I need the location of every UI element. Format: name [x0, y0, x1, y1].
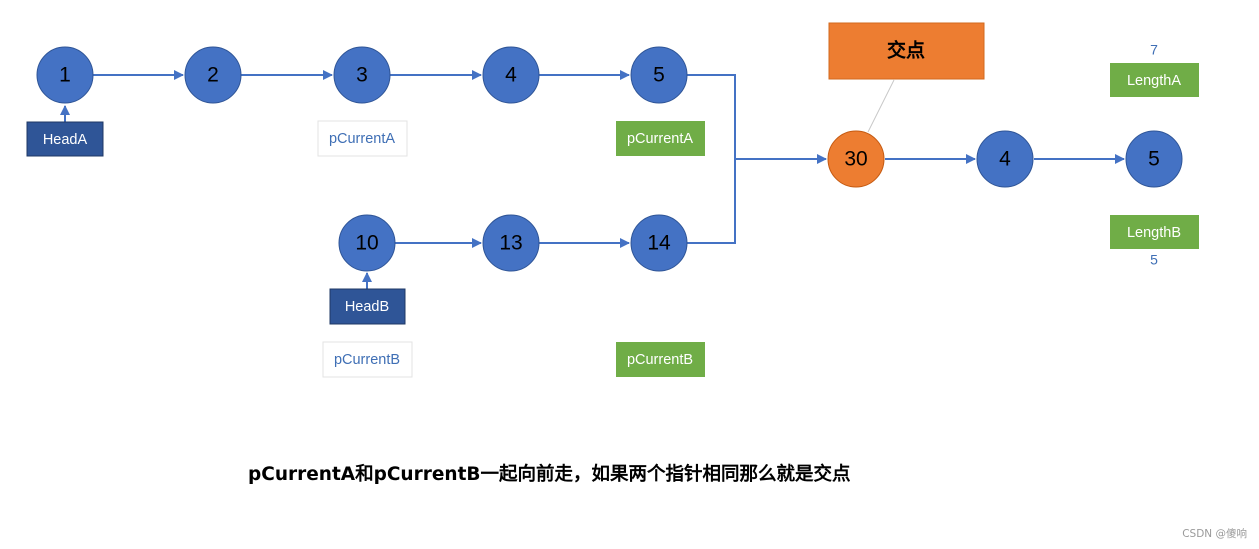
node-a-1-value: 1: [59, 64, 71, 87]
length-a-group: 7 LengthA: [1110, 42, 1199, 97]
head-arrows: [60, 105, 372, 290]
list-b-nodes: 10 13 14: [338, 214, 688, 272]
node-shared-5: 5: [1125, 130, 1183, 188]
pcurrent-a-moved-box: pCurrentA: [616, 121, 705, 156]
node-a-4-value: 4: [505, 64, 517, 87]
node-b-14: 14: [630, 214, 688, 272]
intersection-title-box: 交点: [828, 22, 985, 80]
pcurrent-b-moved-label: pCurrentB: [627, 352, 693, 368]
pcurrent-b-start-box: pCurrentB: [322, 341, 413, 378]
node-a-2-value: 2: [207, 64, 219, 87]
watermark-text: CSDN @傻响: [1182, 528, 1247, 540]
node-a-5: 5: [630, 46, 688, 104]
node-a-5-value: 5: [653, 64, 665, 87]
node-b-14-value: 14: [647, 232, 671, 255]
length-a-label: LengthA: [1127, 73, 1181, 89]
length-b-group: LengthB 5: [1110, 215, 1199, 268]
length-b-label: LengthB: [1127, 225, 1181, 241]
head-b-box: HeadB: [329, 288, 406, 325]
node-a-4: 4: [482, 46, 540, 104]
node-a-1: 1: [36, 46, 94, 104]
node-intersection-30-value: 30: [844, 148, 867, 171]
head-a-box: HeadA: [26, 121, 104, 157]
arrow-a-5-30: [687, 74, 827, 164]
node-a-3: 3: [333, 46, 391, 104]
node-shared-5-value: 5: [1148, 148, 1160, 171]
node-b-10-value: 10: [355, 232, 378, 255]
list-a-arrows: [93, 70, 827, 164]
pcurrent-b-start-label: pCurrentB: [334, 352, 400, 368]
shared-nodes: 30 4 5: [827, 130, 1183, 188]
pcurrent-a-start-box: pCurrentA: [317, 120, 408, 157]
node-intersection-30: 30: [827, 130, 885, 188]
pcurrent-a-start-label: pCurrentA: [329, 131, 395, 147]
head-b-label: HeadB: [345, 299, 389, 315]
intersection-title: 交点: [887, 39, 925, 62]
caption-text: pCurrentA和pCurrentB一起向前走，如果两个指针相同那么就是交点: [248, 464, 851, 485]
node-shared-4-value: 4: [999, 148, 1011, 171]
arrow-b-14-30: [687, 159, 736, 244]
list-b-arrows: [395, 159, 736, 248]
node-b-13: 13: [482, 214, 540, 272]
node-b-13-value: 13: [499, 232, 522, 255]
intersection-leader-line: [867, 79, 895, 133]
node-b-10: 10: [338, 214, 396, 272]
head-a-label: HeadA: [43, 132, 88, 148]
length-b-value: 5: [1150, 252, 1158, 268]
list-a-nodes: 1 2 3 4 5: [36, 46, 688, 104]
pcurrent-b-moved-box: pCurrentB: [616, 342, 705, 377]
pcurrent-a-moved-label: pCurrentA: [627, 131, 693, 147]
node-a-3-value: 3: [356, 64, 368, 87]
node-shared-4: 4: [976, 130, 1034, 188]
length-a-value: 7: [1150, 42, 1158, 58]
node-a-2: 2: [184, 46, 242, 104]
